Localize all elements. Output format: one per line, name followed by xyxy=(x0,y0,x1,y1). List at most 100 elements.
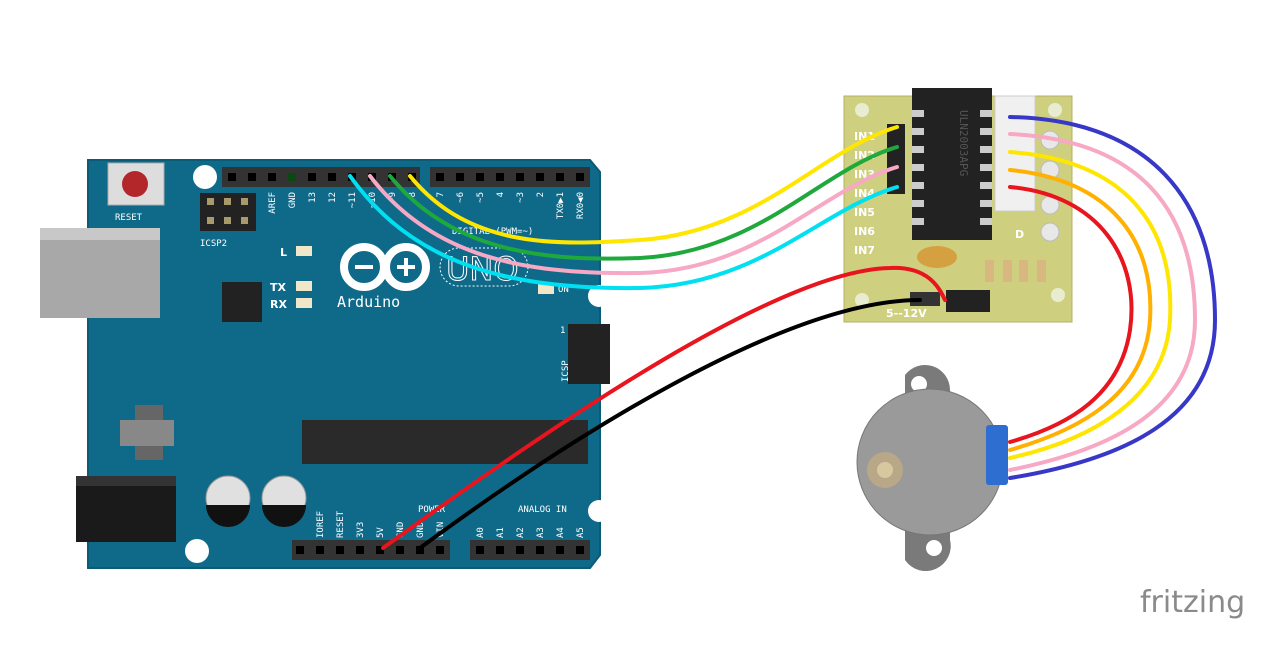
arduino-uno-board: RESET ICSP2 L TX RX ON xyxy=(40,159,610,569)
header-pin[interactable] xyxy=(248,173,256,181)
header-pin[interactable] xyxy=(556,173,564,181)
pin-label: ~3 xyxy=(516,192,526,203)
led-label-rx: RX xyxy=(270,298,287,311)
uln2003-chip[interactable] xyxy=(912,88,992,240)
icsp-label: ICSP xyxy=(561,360,571,382)
pin-label: 3V3 xyxy=(356,522,366,538)
indicator-leds xyxy=(1040,130,1060,242)
pin-label: A3 xyxy=(536,527,546,538)
reset-label: RESET xyxy=(115,213,143,223)
wires xyxy=(348,115,1218,550)
led-label-tx: TX xyxy=(270,281,287,294)
pin-label: VIN xyxy=(436,522,446,538)
dc-power-jack xyxy=(76,476,176,542)
digital-header-left xyxy=(222,167,420,187)
input-label: IN5 xyxy=(854,206,875,219)
header-pin[interactable] xyxy=(536,173,544,181)
pin-label: 7 xyxy=(436,192,446,197)
pin-label: 12 xyxy=(328,192,338,203)
header-pin[interactable] xyxy=(516,173,524,181)
icsp-header xyxy=(568,324,610,384)
header-pin[interactable] xyxy=(576,173,584,181)
power-jumper[interactable] xyxy=(946,290,990,312)
analog-header xyxy=(470,540,590,560)
header-pin[interactable] xyxy=(476,173,484,181)
input-label: IN7 xyxy=(854,244,875,257)
header-pin[interactable] xyxy=(456,173,464,181)
brand-label: Arduino xyxy=(337,293,400,311)
pin-label: 8 xyxy=(408,192,418,197)
stepper-motor xyxy=(856,365,1008,572)
digital-header-right xyxy=(430,167,590,187)
header-pin[interactable] xyxy=(308,173,316,181)
header-pin[interactable] xyxy=(436,546,444,554)
pin-label: IOREF xyxy=(316,511,326,538)
header-pin[interactable] xyxy=(356,546,364,554)
header-pin[interactable] xyxy=(328,173,336,181)
icsp-pin1-label: 1 xyxy=(560,326,565,336)
pin-label: A4 xyxy=(556,527,566,538)
pin-label: TX0▶1 xyxy=(556,192,566,219)
pin-label: A5 xyxy=(576,527,586,538)
pin-label: 5V xyxy=(376,527,386,538)
header-pin[interactable] xyxy=(336,546,344,554)
pin-label: A1 xyxy=(496,527,506,538)
analog-label: ANALOG IN xyxy=(518,505,567,515)
header-pin[interactable] xyxy=(496,173,504,181)
pin-label: GND xyxy=(396,522,406,538)
header-pin[interactable] xyxy=(556,546,564,554)
header-pin[interactable] xyxy=(436,173,444,181)
led-label-l: L xyxy=(280,246,287,259)
input-label: IN6 xyxy=(854,225,875,238)
resistors xyxy=(985,260,1046,282)
pin-label: A0 xyxy=(476,527,486,538)
wire-pin10-in3 xyxy=(368,165,899,276)
header-pin[interactable] xyxy=(496,546,504,554)
header-pin[interactable] xyxy=(376,546,384,554)
wire-motor-pink xyxy=(1008,132,1198,472)
power-header xyxy=(292,540,450,560)
pin-label: GND xyxy=(288,192,298,208)
wire-gnd xyxy=(418,298,922,550)
wire-motor-orange xyxy=(1008,168,1153,452)
header-pin[interactable] xyxy=(476,546,484,554)
pin-label: RX0◀0 xyxy=(576,192,586,219)
pin-label: AREF xyxy=(268,192,278,214)
input-header xyxy=(887,124,905,194)
pin-label: 13 xyxy=(308,192,318,203)
header-pin[interactable] xyxy=(288,173,296,181)
pin-label: ~9 xyxy=(388,192,398,203)
usb-connector xyxy=(40,228,160,318)
header-pin[interactable] xyxy=(296,546,304,554)
wire-pin11-in4 xyxy=(348,174,899,291)
header-pin[interactable] xyxy=(228,173,236,181)
usb-chip xyxy=(222,282,262,322)
wire-5v xyxy=(381,265,947,550)
pin-label: ~5 xyxy=(476,192,486,203)
led-label-d: D xyxy=(1015,228,1024,241)
uln2003-driver-board: ULN2003APG D 5--12V IN1IN2IN3IN4IN5IN6IN… xyxy=(838,88,1078,328)
header-pin[interactable] xyxy=(536,546,544,554)
wire-motor-red xyxy=(1008,185,1134,444)
motor-connector xyxy=(986,425,1008,485)
power-label: POWER xyxy=(418,505,446,515)
chip-text: ULN2003APG xyxy=(957,110,970,176)
wire-motor-blue xyxy=(1008,115,1218,480)
header-pin[interactable] xyxy=(268,173,276,181)
header-pin[interactable] xyxy=(516,546,524,554)
pin-label: ~11 xyxy=(348,192,358,208)
capacitor xyxy=(917,246,957,268)
pin-label: 4 xyxy=(496,192,506,197)
icsp2-label: ICSP2 xyxy=(200,239,227,249)
led-label-on: ON xyxy=(558,285,569,295)
header-pin[interactable] xyxy=(576,546,584,554)
header-pin[interactable] xyxy=(316,546,324,554)
voltage-label: 5--12V xyxy=(886,307,927,320)
wire-pin8-in1 xyxy=(408,125,899,245)
pin-label: 2 xyxy=(536,192,546,197)
header-pin[interactable] xyxy=(396,546,404,554)
pin-label: RESET xyxy=(336,510,346,538)
fritzing-watermark: fritzing xyxy=(1140,585,1245,620)
